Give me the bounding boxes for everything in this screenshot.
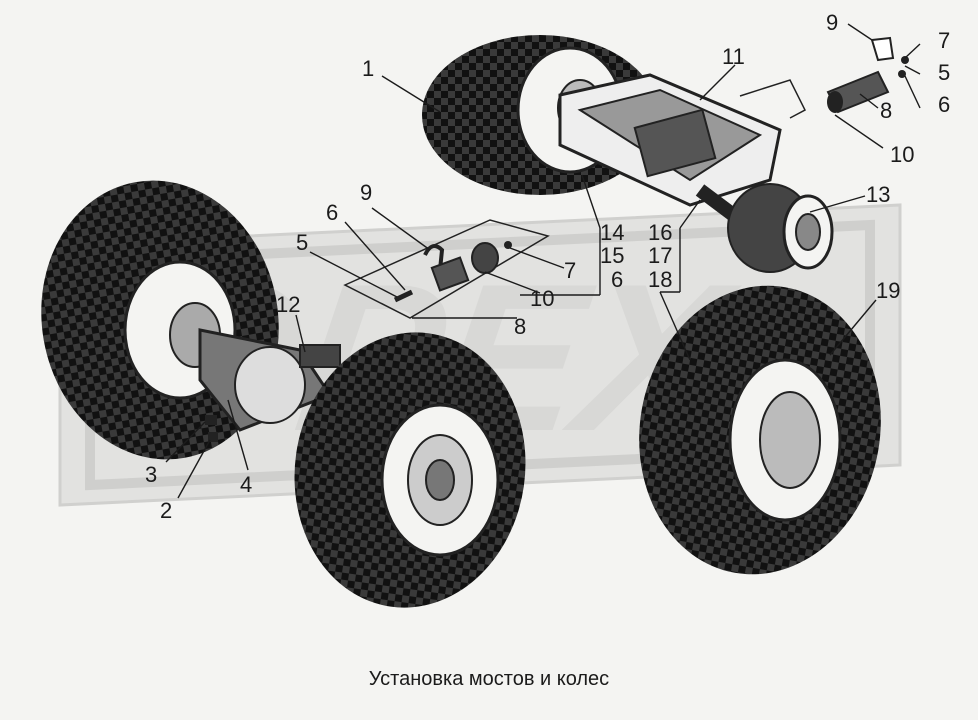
rear-axle-assembly: [422, 35, 782, 226]
callout-8: 8: [514, 314, 526, 339]
callout-6b: 6: [611, 267, 623, 292]
callout-13: 13: [866, 182, 890, 207]
callout-5: 5: [296, 230, 308, 255]
front-axle: [198, 328, 341, 442]
callout-11: 11: [722, 44, 745, 69]
callout-15: 15: [600, 243, 624, 268]
callout-4: 4: [240, 472, 252, 497]
callout-3: 3: [145, 462, 157, 487]
callout-2: 2: [160, 498, 172, 523]
callout-14: 14: [600, 220, 624, 245]
hub-assembly: [727, 183, 834, 273]
callout-6: 6: [326, 200, 338, 225]
exploded-parts-box: [343, 219, 550, 319]
callout-10b: 10: [890, 142, 914, 167]
right-rear-wheel: [639, 285, 881, 575]
center-front-wheel: [294, 332, 526, 608]
callout-7b: 7: [938, 28, 950, 53]
leader-lines: [165, 23, 921, 499]
callout-12: 12: [276, 292, 300, 317]
callout-6c: 6: [938, 92, 950, 117]
callout-9: 9: [360, 180, 372, 205]
callout-5b: 5: [938, 60, 950, 85]
callout-9b: 9: [826, 10, 838, 35]
callout-19: 19: [876, 278, 900, 303]
small-parts-top-right: [739, 36, 909, 119]
callout-7: 7: [564, 258, 576, 283]
figure-caption: Установка мостов и колес: [368, 668, 610, 690]
callout-labels: 1 2 3 4 5 6 7 8 9 10 11 12 13 14 15 6 16…: [145, 10, 950, 523]
callout-1: 1: [362, 56, 374, 81]
callout-10: 10: [530, 286, 554, 311]
callout-8b: 8: [880, 98, 892, 123]
callout-18: 18: [648, 267, 672, 292]
callout-16: 16: [648, 220, 672, 245]
callout-17: 17: [648, 243, 672, 268]
